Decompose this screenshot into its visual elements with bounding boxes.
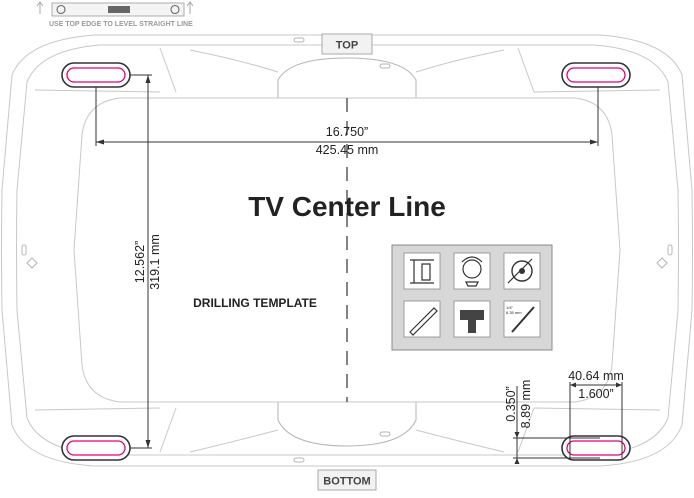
stud-finder-icon [453,252,491,290]
offset-y-inches: 0.350” [504,386,518,421]
offset-x-inches: 1.600” [578,387,613,401]
vertical-dimension: 12.562” 319.1 mm [130,74,162,449]
offset-y-mm: 8.89 mm [519,380,533,429]
top-tag: TOP [321,33,373,55]
horizontal-dimension: 16.750” 425.45 mm [95,87,599,157]
offset-y-dimension: 0.350” 8.89 mm [504,380,600,464]
pencil-icon [403,300,441,338]
drill-bit-size-mm: 6.35 mm [506,310,522,315]
slot-bottom-right [561,435,631,461]
bottom-tag: BOTTOM [317,469,377,491]
level-hint: USE TOP EDGE TO LEVEL STRAIGHT LINE [36,1,194,28]
page-title: TV Center Line [248,191,446,222]
slot-top-right [561,62,631,88]
bottom-tag-label: BOTTOM [323,476,370,488]
level-hint-text: USE TOP EDGE TO LEVEL STRAIGHT LINE [49,21,193,28]
vertical-dim-inches: 12.562” [133,241,147,283]
offset-x-mm: 40.64 mm [568,369,624,383]
slot-bottom-left [61,435,131,461]
tools-panel: 1/4" 6.35 mm [391,244,553,351]
top-tag-label: TOP [336,40,358,52]
vertical-dim-mm: 319.1 mm [148,234,162,290]
drilling-template-label: DRILLING TEMPLATE [193,296,317,310]
horizontal-dim-inches: 16.750” [326,125,368,139]
template-outline [1,34,693,467]
offset-x-dimension: 40.64 mm 1.600” [568,369,624,458]
horizontal-dim-mm: 425.45 mm [316,143,379,157]
drill-bit-size-in: 1/4" [506,305,514,310]
slot-top-left [61,62,131,88]
